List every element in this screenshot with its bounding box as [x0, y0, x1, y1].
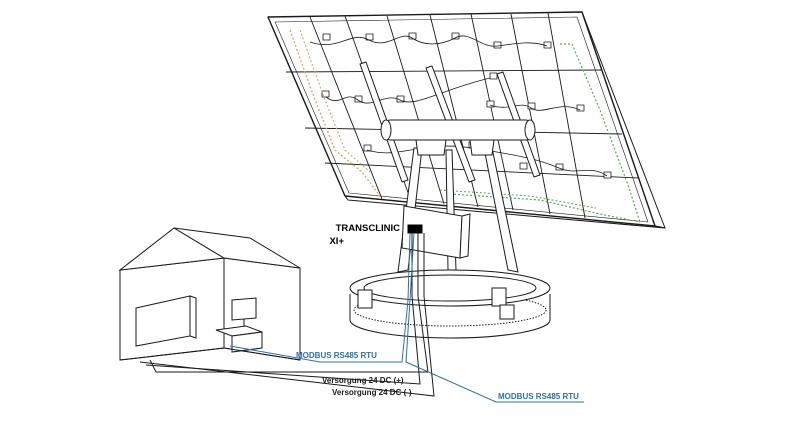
- transclinic-sensor: [407, 224, 423, 234]
- tracker-structure: [349, 119, 551, 339]
- modbus-inner-label: MODBUS RS485 RTU: [296, 351, 377, 360]
- modbus-outer-label: MODBUS RS485 RTU: [498, 392, 579, 401]
- labels: TRANSCLINIC XI+ MODBUS RS485 RTU Versorg…: [296, 223, 579, 401]
- monitor: [231, 297, 257, 321]
- supply-plus-label: Versorgung 24 DC (+): [322, 376, 404, 385]
- axle: [385, 119, 531, 141]
- cables: [139, 232, 584, 403]
- cable-supply-minus: [139, 233, 435, 397]
- sensor-variant-label: XI+: [329, 236, 344, 247]
- panel-frame: [267, 11, 656, 227]
- house-roof-right: [173, 227, 301, 269]
- cable-modbus-inner: [229, 232, 411, 363]
- sensor-name-label: TRANSCLINIC: [336, 223, 401, 234]
- supply-minus-label: Versorgung 24 DC (-): [332, 388, 412, 397]
- panel-grid: [274, 12, 649, 223]
- string-orange: [289, 29, 381, 197]
- cable-modbus-outer: [405, 232, 584, 403]
- house: [118, 227, 301, 361]
